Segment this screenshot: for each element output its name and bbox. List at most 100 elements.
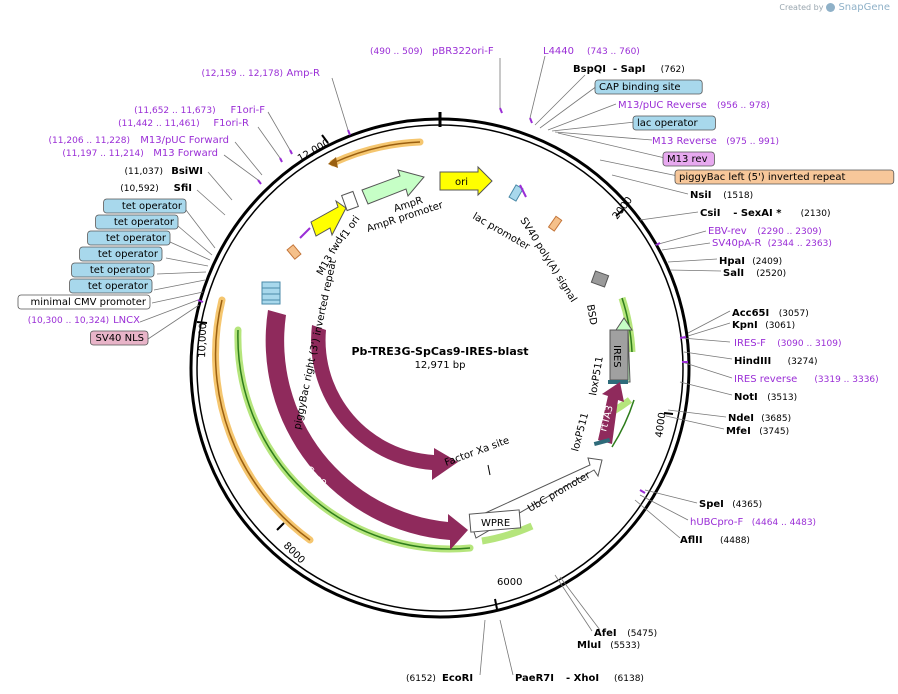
- lac-operator-label: lac operator: [637, 118, 698, 129]
- lncx-label-14-pos: (10,300 .. 10,324): [28, 316, 109, 326]
- ebv-rev-label-pos: (2290 .. 2309): [757, 227, 821, 237]
- tick-label-4000: 4000: [654, 412, 668, 439]
- m13-reverse-label-pos: (975 .. 991): [726, 137, 779, 147]
- tick-label-10000: 10,000: [197, 323, 209, 358]
- noti-label: NotI: [734, 392, 758, 403]
- f1ori-r-label-2: F1ori-R: [213, 118, 249, 129]
- nsii-label-pos: (1518): [723, 191, 753, 201]
- ampr-arrow: [361, 169, 425, 205]
- m13-fwd-element: [286, 244, 302, 260]
- piggybac-left-5-inverted-repeat-label: piggyBac left (5') inverted repeat: [679, 172, 845, 183]
- f1-ori-label: f1 ori: [338, 214, 362, 242]
- ires-reverse-label: IRES reverse: [734, 374, 797, 385]
- spei-label: SpeI: [699, 499, 724, 510]
- hpai-label-pos: (2409): [752, 257, 782, 267]
- ecori-pos: (6152): [406, 674, 436, 684]
- bspqi-label-pos: (762): [661, 65, 685, 75]
- cas9-outer-arrow: [265, 310, 468, 550]
- sali-label: SalI: [723, 268, 744, 279]
- f1ori-r-label-2-pos: (11,442 .. 11,461): [118, 119, 199, 129]
- m13-puc-forward-label-3-pos: (11,206 .. 11,228): [49, 136, 130, 146]
- ires-f-label: IRES-F: [734, 338, 766, 349]
- credit-prefix: Created by: [779, 3, 824, 12]
- m13-puc-forward-label-3: M13/pUC Forward: [140, 135, 229, 146]
- sv40-nls-label-15: SV40 NLS: [96, 333, 145, 344]
- spei-label-pos: (4365): [732, 500, 762, 510]
- kpni-label-pos: (3061): [765, 321, 795, 331]
- sv40-nls-box-15: [90, 330, 149, 346]
- m13-puc-reverse-label: M13/pUC Reverse: [618, 100, 707, 111]
- sv40-polya-element: [547, 215, 563, 232]
- ampr-track-line: [332, 141, 421, 164]
- snapgene-logo-icon: [826, 3, 836, 12]
- cap-binding-site-box: [594, 79, 703, 95]
- wpre-label: WPRE: [481, 518, 510, 529]
- bsiwi-label-5: BsiWI: [171, 166, 203, 177]
- cas9-green-track-line: [237, 329, 471, 550]
- l4440-pos: (743 .. 760): [587, 47, 640, 57]
- mlui-label: MluI: [577, 640, 601, 651]
- hubcpro-f-label: hUBCpro-F: [690, 517, 743, 528]
- m13-reverse-label: M13 Reverse: [652, 136, 717, 147]
- nsii-label: NsiI: [690, 190, 711, 201]
- ecori-label: EcoRI: [442, 673, 473, 684]
- mlui-label-pos: (5533): [610, 641, 640, 651]
- primer-markers: [197, 107, 688, 494]
- right-labels: BspQI- SapI(762)CAP binding siteM13/pUC …: [573, 64, 895, 651]
- paer7i-label: PaeR7I: [515, 673, 554, 684]
- csii-label-suffix: - SexAI *: [733, 208, 782, 219]
- loxp-b-element: [593, 437, 611, 447]
- minimal-cmv-promoter-label-13: minimal CMV promoter: [31, 297, 147, 308]
- ampr-promoter-arrow: [340, 190, 360, 212]
- sfii-label-6: SfiI: [174, 183, 192, 194]
- tet-operator-label-9: tet operator: [106, 233, 167, 244]
- hindiii-label-pos: (3274): [788, 357, 818, 367]
- ndei-label-pos: (3685): [761, 414, 791, 424]
- tet-operator-box-10: [79, 246, 163, 262]
- minimal-cmv-promoter-box-13: [17, 294, 151, 310]
- ampr-orange-track: [329, 138, 424, 167]
- f1ori-f-label-1-pos: (11,652 .. 11,673): [134, 106, 215, 116]
- cap-site-element: [508, 184, 524, 202]
- piggybac-left-5-inverted-repeat-box: [674, 169, 895, 185]
- cas9-inner-arrow: [311, 325, 458, 480]
- m13-puc-reverse-label-pos: (956 .. 978): [717, 101, 770, 111]
- tet-operator-label-12: tet operator: [88, 281, 149, 292]
- pb-right-element: [261, 281, 281, 305]
- tet-operator-label-7: tet operator: [122, 201, 183, 212]
- aflii-label: AflII: [680, 535, 703, 546]
- f1ori-f-label-1: F1ori-F: [231, 105, 266, 116]
- acc65i-label: Acc65I: [732, 308, 769, 319]
- mfei-label: MfeI: [726, 426, 751, 437]
- tick-marks: [196, 134, 674, 610]
- loxp-a-label: loxP511: [588, 356, 606, 397]
- ampr-track-arrow-icon: [328, 157, 338, 168]
- amp-r-label-0: Amp-R: [287, 68, 321, 79]
- sv40pa-r-label-pos: (2344 .. 2363): [768, 239, 832, 249]
- lac-operator-box: [632, 115, 716, 131]
- sali-label-pos: (2520): [756, 269, 786, 279]
- credit-brand: SnapGene: [838, 2, 890, 13]
- bspqi-label: BspQI: [573, 64, 606, 75]
- f1-ori-arrow: [310, 199, 347, 237]
- tet-operator-label-10: tet operator: [98, 249, 159, 260]
- tet-operator-box-8: [95, 214, 179, 230]
- ires-f-label-pos: (3090 .. 3109): [777, 339, 841, 349]
- sv40pa-r-label: SV40pA-R: [712, 238, 761, 249]
- sfii-label-6-pos: (10,592): [120, 184, 159, 194]
- ires-label: IRES: [611, 345, 622, 368]
- pb-orange-track-line: [214, 299, 311, 541]
- xhoi-pos: (6138): [614, 674, 644, 684]
- sv40-polya-label: SV40 poly(A) signal: [517, 216, 578, 305]
- tet-operator-box-9: [87, 230, 171, 246]
- plasmid-size: 12,971 bp: [415, 360, 466, 371]
- bsiwi-label-5-pos: (11,037): [124, 167, 163, 177]
- ori-label: ori: [455, 177, 468, 188]
- snapgene-credit: Created by SnapGene: [779, 2, 890, 13]
- loxp-b-label: loxP511: [570, 412, 591, 453]
- cap-binding-site-label: CAP binding site: [599, 82, 681, 93]
- pbr322ori-label: pBR322ori-F: [432, 46, 494, 57]
- m13-rev-label: M13 rev: [667, 154, 708, 165]
- rtta-green-line: [611, 399, 635, 448]
